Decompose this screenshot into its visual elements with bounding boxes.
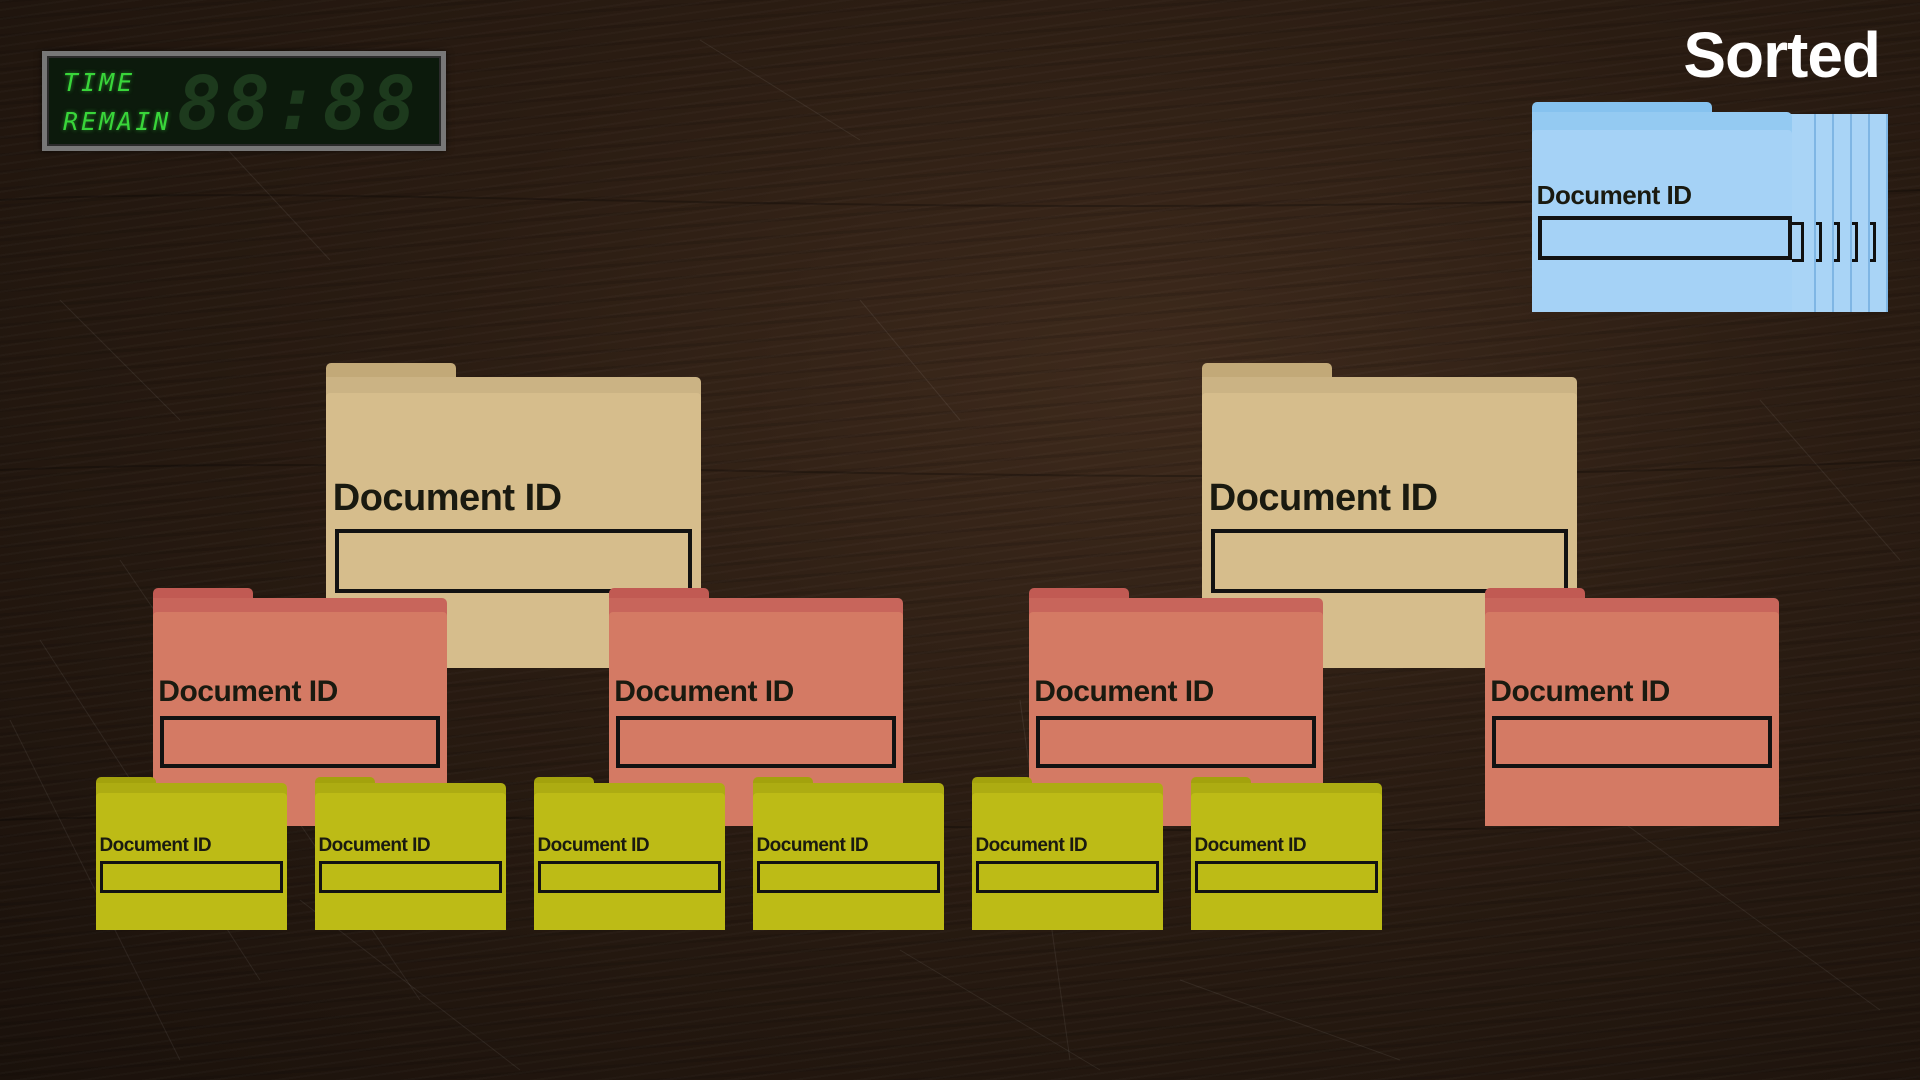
time-remaining-display: TIME REMAIN 88:88 (42, 51, 446, 151)
folder-label: Document ID (318, 835, 431, 856)
document-id-field (976, 861, 1159, 893)
leaf-folder[interactable]: Document ID (96, 777, 287, 930)
document-id-field (100, 861, 283, 893)
leaf-folder[interactable]: Document ID (753, 777, 944, 930)
folder-label: Document ID (537, 835, 650, 856)
folder-label: Document ID (614, 675, 794, 708)
timer-digits-background: 88:88 (177, 61, 420, 147)
folder-label: Document ID (975, 835, 1088, 856)
folder-label: Document ID (756, 835, 869, 856)
mid-folder[interactable]: Document ID (1485, 588, 1779, 826)
folder-label: Document ID (1490, 675, 1670, 708)
document-id-field (334, 529, 693, 593)
document-id-field (1210, 529, 1569, 593)
document-id-field (1491, 716, 1773, 768)
leaf-folder[interactable]: Document ID (534, 777, 725, 930)
leaf-folder[interactable]: Document ID (315, 777, 506, 930)
document-id-field (1537, 216, 1792, 260)
folder-label: Document ID (1194, 835, 1307, 856)
leaf-folder[interactable]: Document ID (1191, 777, 1382, 930)
folder-front (1532, 130, 1792, 312)
document-id-field (1035, 716, 1317, 768)
document-id-field (1195, 861, 1378, 893)
leaf-folder[interactable]: Document ID (972, 777, 1163, 930)
folder-label: Document ID (99, 835, 212, 856)
folder-label: Document ID (1034, 675, 1214, 708)
sorted-folder[interactable]: Document ID (1532, 102, 1792, 312)
document-id-field (319, 861, 502, 893)
sorted-title: Sorted (1683, 19, 1881, 91)
timer-label-time: TIME (63, 68, 136, 97)
folder-label: Document ID (332, 477, 562, 519)
sorted-folder-stack[interactable]: Document ID (1532, 102, 1888, 312)
folder-label: Document ID (1208, 477, 1438, 519)
document-id-field (757, 861, 940, 893)
document-id-field (159, 716, 441, 768)
folder-label: Document ID (158, 675, 338, 708)
timer-label-remain: REMAIN (63, 107, 172, 136)
document-id-field (615, 716, 897, 768)
document-id-field (538, 861, 721, 893)
folder-label: Document ID (1536, 180, 1692, 210)
